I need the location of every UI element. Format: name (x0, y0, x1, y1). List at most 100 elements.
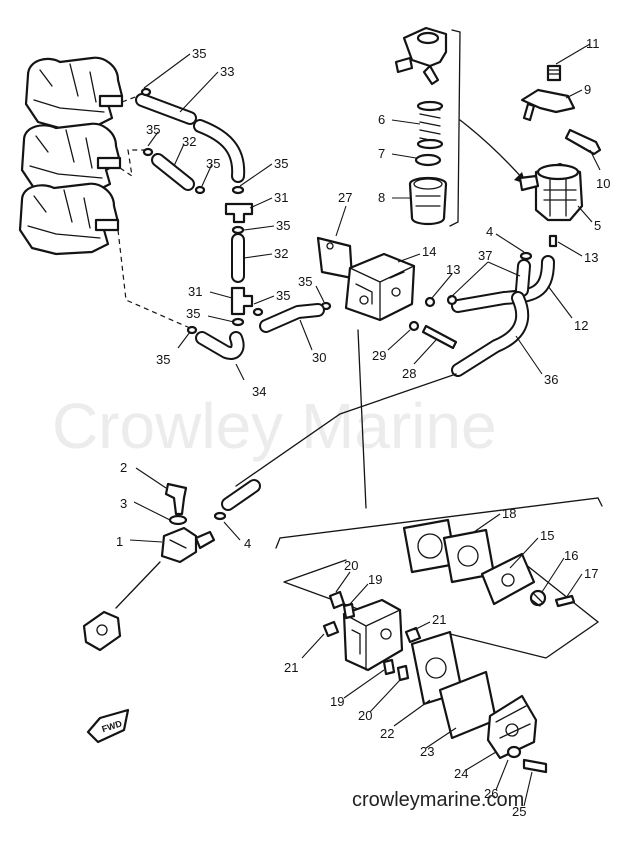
carb-dash-lines (117, 95, 191, 329)
callout-11: 11 (586, 36, 600, 51)
callout-2: 2 (120, 460, 127, 475)
hose-to-connector (221, 479, 261, 511)
valve-19-upper (342, 602, 356, 620)
callout-28: 28 (402, 366, 416, 381)
callout-35: 35 (146, 122, 160, 137)
callout-14: 14 (422, 244, 436, 259)
connector-line-a (235, 373, 457, 487)
connector-line-b (357, 329, 367, 509)
tee-joint-31-lower (230, 286, 254, 316)
callout-24: 24 (454, 766, 468, 781)
callout-35: 35 (156, 352, 170, 367)
callout-37: 37 (478, 248, 492, 263)
pump-body-lower (342, 598, 404, 672)
callout-36: 36 (544, 372, 558, 387)
screw-17 (554, 594, 576, 608)
hose-34 (195, 331, 245, 360)
callout-20: 20 (358, 708, 372, 723)
fuel-filter-5 (518, 162, 584, 222)
callout-20: 20 (344, 558, 358, 573)
nut-21-left (322, 620, 340, 638)
hose-30 (259, 303, 325, 333)
callout-13: 13 (446, 262, 460, 277)
fwd-arrow: FWD (86, 708, 130, 744)
callout-15: 15 (540, 528, 554, 543)
clamp-4-filter (519, 251, 533, 261)
callout-31: 31 (274, 190, 288, 205)
callout-35: 35 (276, 218, 290, 233)
nut-21-right (404, 626, 422, 644)
bolt-2 (164, 482, 188, 516)
callout-16: 16 (564, 548, 578, 563)
callout-34: 34 (252, 384, 266, 399)
hose-12 (451, 255, 555, 313)
callout-31: 31 (188, 284, 202, 299)
clamp-13-filter (548, 234, 558, 248)
screw-20-lower (396, 664, 410, 682)
nut-11 (546, 64, 562, 82)
callout-35: 35 (276, 288, 290, 303)
clamp-13-pump (424, 296, 436, 308)
filter-head (394, 26, 448, 86)
footer-url: crowleymarine.com (352, 789, 524, 811)
bracket-9 (520, 88, 576, 122)
screw-20-upper (328, 590, 346, 610)
callout-35: 35 (186, 306, 200, 321)
callout-35: 35 (206, 156, 220, 171)
pump-cover-24 (486, 694, 538, 760)
callout-18: 18 (502, 506, 516, 521)
callout-1: 1 (116, 534, 123, 549)
hose-clips-35 (140, 87, 332, 335)
callout-labels: 35 33 35 32 35 35 31 35 32 31 35 35 35 3… (116, 36, 610, 819)
clip-37 (446, 294, 458, 306)
carburetor-top (24, 56, 124, 130)
filter-arrow (459, 119, 525, 181)
callout-23: 23 (420, 744, 434, 759)
callout-32: 32 (182, 134, 196, 149)
washer-26 (506, 745, 522, 759)
fuel-line-connector-plug (82, 610, 122, 652)
callout-3: 3 (120, 496, 127, 511)
callout-17: 17 (584, 566, 598, 581)
callout-19: 19 (368, 572, 382, 587)
gasket-27 (316, 236, 354, 280)
hose-36 (451, 291, 530, 377)
callout-13: 13 (584, 250, 598, 265)
diaphragm-15 (480, 552, 536, 606)
callout-6: 6 (378, 112, 385, 127)
o-ring-7 (414, 153, 442, 167)
filter-bracket (449, 29, 461, 227)
connector-line-c (115, 561, 161, 609)
callout-22: 22 (380, 726, 394, 741)
filter-cup-8 (408, 176, 448, 226)
bolt-25 (522, 758, 548, 774)
callout-35: 35 (192, 46, 206, 61)
spring-6 (416, 100, 444, 150)
callout-27: 27 (338, 190, 352, 205)
callout-19: 19 (330, 694, 344, 709)
callout-26: 26 (484, 786, 498, 801)
valve-19-lower (382, 658, 396, 676)
pump-bracket-top (275, 497, 603, 549)
callout-30: 30 (312, 350, 326, 365)
callout-21: 21 (432, 612, 446, 627)
callout-7: 7 (378, 146, 385, 161)
fuel-pump-14 (344, 252, 416, 322)
tee-joint-31-upper (224, 202, 254, 224)
callout-8: 8 (378, 190, 385, 205)
callout-35: 35 (298, 274, 312, 289)
callout-10: 10 (596, 176, 610, 191)
callout-4: 4 (486, 224, 493, 239)
bolt-28 (421, 324, 458, 350)
hose-32-upper (151, 153, 195, 191)
spring-16 (529, 589, 547, 607)
clamp-4-connector (213, 511, 227, 521)
watermark-text: Crowley Marine (52, 390, 497, 462)
callout-29: 29 (372, 348, 386, 363)
fuel-connector-1 (160, 526, 216, 564)
callout-12: 12 (574, 318, 588, 333)
callout-9: 9 (584, 82, 591, 97)
carburetor-middle (20, 122, 122, 196)
callout-25: 25 (512, 804, 526, 819)
